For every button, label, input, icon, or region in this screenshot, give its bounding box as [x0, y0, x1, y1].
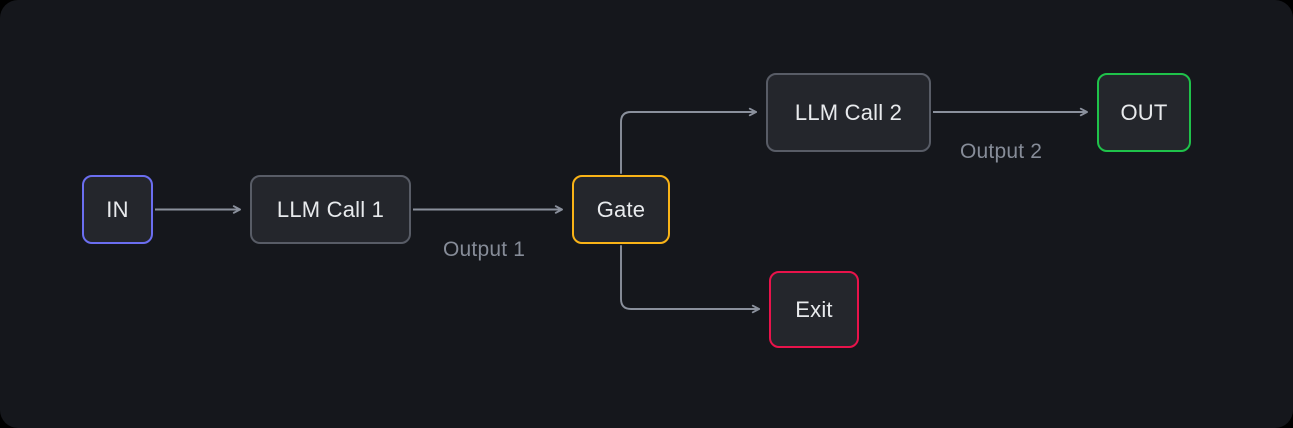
node-out-label: OUT: [1120, 99, 1168, 125]
node-llm-call-1[interactable]: LLM Call 1: [250, 175, 411, 244]
node-llm-call-2-label: LLM Call 2: [794, 99, 903, 125]
node-llm-call-1-label: LLM Call 1: [276, 196, 385, 222]
node-exit[interactable]: Exit: [769, 271, 859, 348]
edge-label-output-1: Output 1: [443, 238, 526, 261]
edge-gate-to-exit: [620, 245, 760, 314]
node-in[interactable]: IN: [82, 175, 153, 244]
node-out[interactable]: OUT: [1097, 73, 1191, 152]
node-gate[interactable]: Gate: [572, 175, 670, 244]
edge-gate-to-llm2: [620, 107, 757, 174]
node-llm-call-2[interactable]: LLM Call 2: [766, 73, 931, 152]
node-in-label: IN: [106, 196, 129, 222]
node-gate-label: Gate: [596, 196, 646, 222]
node-exit-label: Exit: [795, 296, 833, 322]
edge-label-output-2: Output 2: [960, 140, 1043, 163]
